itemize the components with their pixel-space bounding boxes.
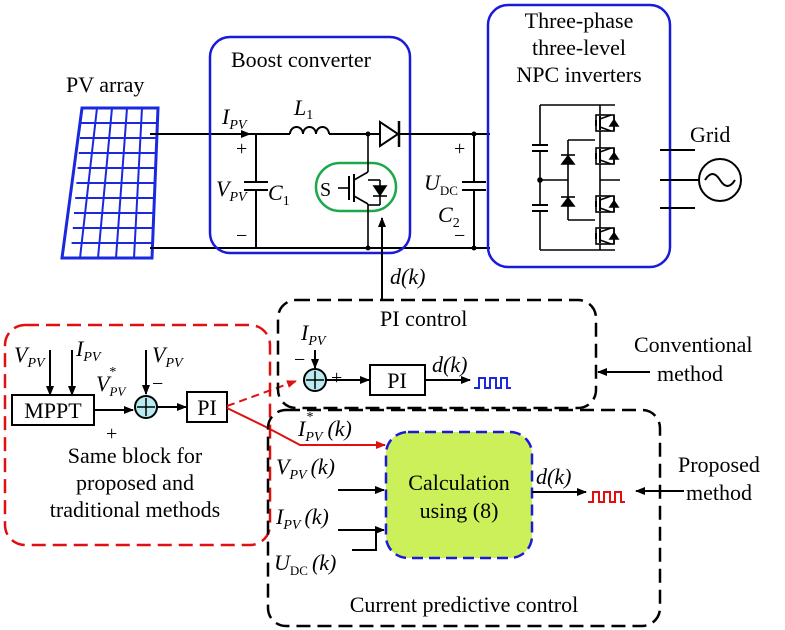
pwm-pulse-blue-icon xyxy=(474,377,511,389)
vpv-plus: + xyxy=(236,138,247,160)
ipv-ref-k-label: IPV*(k) xyxy=(297,410,352,445)
udc-label: UDC xyxy=(424,170,458,198)
pi-ctrl-minus: − xyxy=(294,349,305,371)
npc-switch-1 xyxy=(595,114,620,132)
ipv-k-label: IPV(k) xyxy=(275,504,329,533)
mppt-input-vpv: VPV xyxy=(14,342,46,371)
vpv-k-label: VPV(k) xyxy=(276,454,335,483)
udc-minus: − xyxy=(454,225,465,247)
udc-k-label: UDC(k) xyxy=(274,550,336,578)
dk-switch-label: d(k) xyxy=(390,264,425,289)
three-phase-output-lines xyxy=(660,149,700,209)
mppt-input-ipv: IPV xyxy=(75,336,102,365)
pv-array-label: PV array xyxy=(66,72,144,97)
calculation-block xyxy=(384,430,534,560)
predictive-control-frame xyxy=(266,408,662,628)
pi-to-predictive-arrow xyxy=(226,407,386,449)
c1-label: C1 xyxy=(268,180,290,209)
current-predictive-title: Current predictive control xyxy=(350,592,578,617)
boost-converter-title: Boost converter xyxy=(231,47,372,72)
udc-plus: + xyxy=(454,138,465,160)
npc-switch-2 xyxy=(595,147,620,165)
grid-label: Grid xyxy=(690,122,730,147)
udc-k-wire xyxy=(352,530,377,551)
same-block-line2: proposed and xyxy=(76,470,194,495)
npc-inverter-frame xyxy=(486,3,672,269)
calc-output-dk: d(k) xyxy=(536,464,571,489)
inductor-l1 xyxy=(289,126,330,135)
npc-title-line2: three-level xyxy=(532,35,626,60)
vpv-label: VPV xyxy=(216,176,248,205)
shared-block-frame xyxy=(3,323,272,547)
switch-igbt xyxy=(338,134,388,248)
ipv-label: IPV xyxy=(221,104,248,133)
pi-ctrl-ipv: IPV xyxy=(300,320,327,349)
npc-title-line1: Three-phase xyxy=(525,8,634,33)
pi-left-label: PI xyxy=(197,395,217,420)
conventional-line2: method xyxy=(657,361,723,386)
pv-array-panel xyxy=(60,106,160,260)
npc-switch-3 xyxy=(595,195,620,213)
proposed-line1: Proposed xyxy=(678,452,760,477)
sine-wave-icon xyxy=(704,173,736,187)
sum-left-plus: + xyxy=(106,423,117,445)
same-block-line3: traditional methods xyxy=(50,497,220,522)
sum-left-vpv: VPV xyxy=(152,342,184,371)
summing-junction-left xyxy=(134,395,158,419)
sum-left-minus: − xyxy=(152,373,163,395)
npc-title-line3: NPC inverters xyxy=(516,62,641,87)
same-block-line1: Same block for xyxy=(68,443,203,468)
l1-label: L1 xyxy=(293,95,313,123)
summing-junction-pi xyxy=(303,368,327,392)
calculation-line2: using (8) xyxy=(420,498,499,523)
pi-control-title: PI control xyxy=(380,306,467,331)
switch-s-label: S xyxy=(320,179,331,201)
boost-converter-frame xyxy=(208,35,412,255)
vpv-minus: − xyxy=(236,225,247,247)
conventional-line1: Conventional xyxy=(634,332,753,357)
calculation-line1: Calculation xyxy=(408,470,509,495)
switch-highlight-ring xyxy=(314,161,398,213)
pi-output-dk: d(k) xyxy=(432,352,467,377)
pi-block-left xyxy=(186,391,228,423)
pi-ctrl-plus: + xyxy=(331,367,342,389)
proposed-line2: method xyxy=(686,480,752,505)
npc-inverter-circuit xyxy=(532,104,615,251)
pi-to-conventional-arrow xyxy=(226,380,297,407)
diode xyxy=(379,120,401,148)
pwm-pulse-red-icon xyxy=(588,491,625,503)
vpv-ref-label: VPV* xyxy=(96,365,127,399)
c2-label: C2 xyxy=(438,202,460,231)
npc-switch-4 xyxy=(595,227,620,245)
pi-right-label: PI xyxy=(387,368,407,393)
mppt-label: MPPT xyxy=(24,398,82,423)
pi-control-frame xyxy=(276,298,598,410)
